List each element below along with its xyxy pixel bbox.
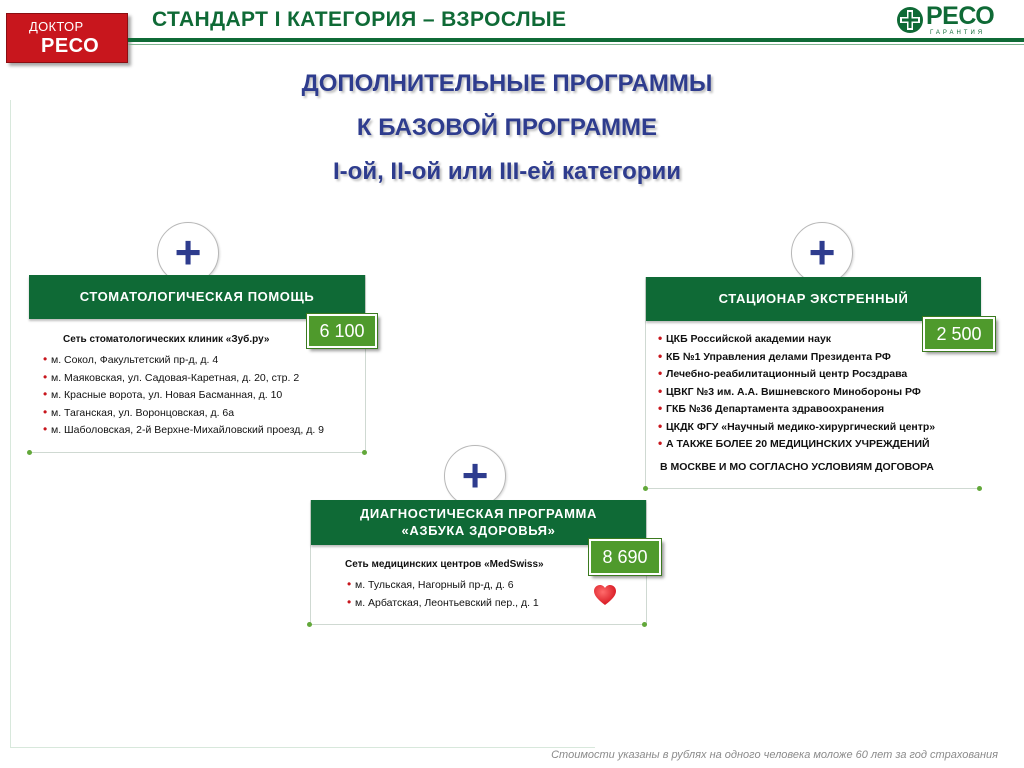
- reso-cross-icon: [897, 7, 923, 33]
- logo-left-line1: ДОКТОР: [29, 19, 84, 34]
- list-item: ЦВКГ №3 им. А.А. Вишневского Минобороны …: [658, 383, 935, 402]
- diagnostic-address-list: м. Тульская, Нагорный пр-д, д. 6 м. Арба…: [347, 576, 539, 613]
- dental-card: СТОМАТОЛОГИЧЕСКАЯ ПОМОЩЬ Сеть стоматолог…: [29, 275, 366, 453]
- heading-line3: I-ой, II-ой или III-ей категории: [333, 158, 681, 185]
- heart-icon: [594, 585, 616, 605]
- reso-garantia-logo: РЕСО ГАРАНТИЯ: [894, 2, 1006, 38]
- dental-address-list: м. Сокол, Факультетский пр-д, д. 4 м. Ма…: [43, 351, 324, 440]
- guide-line-vertical: [10, 100, 11, 748]
- heading-line1: ДОПОЛНИТЕЛЬНЫЕ ПРОГРАММЫ: [301, 70, 713, 97]
- list-item: м. Шаболовская, 2-й Верхне-Михайловский …: [43, 421, 324, 440]
- logo-right-brand: РЕСО: [926, 2, 995, 30]
- guide-line-horizontal: [10, 747, 595, 748]
- plus-icon: +: [157, 222, 219, 284]
- hospital-extra-line2: В МОСКВЕ И МО СОГЛАСНО УСЛОВИЯМ ДОГОВОРА: [660, 461, 934, 473]
- diagnostic-card-title: ДИАГНОСТИЧЕСКАЯ ПРОГРАММА «АЗБУКА ЗДОРОВ…: [311, 500, 646, 545]
- list-item: м. Сокол, Факультетский пр-д, д. 4: [43, 351, 324, 370]
- diagnostic-price-badge: 8 690: [588, 538, 662, 576]
- diagnostic-network: Сеть медицинских центров «MedSwiss»: [345, 559, 544, 570]
- corner-dot: [977, 486, 982, 491]
- hospital-card-title: СТАЦИОНАР ЭКСТРЕННЫЙ: [646, 277, 981, 321]
- hospital-price-badge: 2 500: [922, 316, 996, 352]
- list-item: Лечебно-реабилитационный центр Росздрава: [658, 365, 935, 384]
- hospital-card: СТАЦИОНАР ЭКСТРЕННЫЙ ЦКБ Российской акад…: [645, 277, 981, 489]
- list-item: КБ №1 Управления делами Президента РФ: [658, 348, 935, 367]
- header-divider-thin: [128, 44, 1024, 45]
- page-title: СТАНДАРТ I КАТЕГОРИЯ – ВЗРОСЛЫЕ: [152, 8, 567, 31]
- heading-line2: К БАЗОВОЙ ПРОГРАММЕ: [356, 114, 658, 141]
- corner-dot: [27, 450, 32, 455]
- list-item: ЦКБ Российской академии наук: [658, 330, 935, 349]
- corner-dot: [362, 450, 367, 455]
- logo-right-sub: ГАРАНТИЯ: [930, 30, 986, 36]
- plus-icon: +: [791, 222, 853, 284]
- diagnostic-card: ДИАГНОСТИЧЕСКАЯ ПРОГРАММА «АЗБУКА ЗДОРОВ…: [310, 500, 647, 625]
- corner-dot: [307, 622, 312, 627]
- list-item: ЦКДК ФГУ «Научный медико-хирургический ц…: [658, 418, 935, 437]
- dental-network: Сеть стоматологических клиник «Зуб.ру»: [63, 334, 270, 345]
- diagnostic-title-line2: «АЗБУКА ЗДОРОВЬЯ»: [401, 523, 556, 538]
- list-item: м. Арбатская, Леонтьевский пер., д. 1: [347, 594, 539, 613]
- corner-dot: [642, 622, 647, 627]
- hospital-list: ЦКБ Российской академии наук КБ №1 Управ…: [658, 330, 935, 451]
- doktor-reso-logo: ДОКТОР РЕСО: [6, 13, 128, 63]
- dental-price-badge: 6 100: [306, 313, 378, 349]
- list-item: м. Тульская, Нагорный пр-д, д. 6: [347, 576, 539, 595]
- plus-icon: +: [444, 445, 506, 507]
- list-item: А ТАКЖЕ БОЛЕЕ 20 МЕДИЦИНСКИХ УЧРЕЖДЕНИЙ: [658, 437, 935, 451]
- list-item: м. Красные ворота, ул. Новая Басманная, …: [43, 386, 324, 405]
- list-item: м. Таганская, ул. Воронцовская, д. 6а: [43, 404, 324, 423]
- dental-card-title: СТОМАТОЛОГИЧЕСКАЯ ПОМОЩЬ: [29, 275, 365, 319]
- list-item: м. Маяковская, ул. Садовая-Каретная, д. …: [43, 369, 324, 388]
- footer-note: Стоимости указаны в рублях на одного чел…: [551, 749, 998, 761]
- diagnostic-title-line1: ДИАГНОСТИЧЕСКАЯ ПРОГРАММА: [360, 506, 597, 521]
- header-divider: [128, 38, 1024, 42]
- list-item: ГКБ №36 Департамента здравоохранения: [658, 400, 935, 419]
- logo-left-line2: РЕСО: [41, 35, 100, 57]
- corner-dot: [643, 486, 648, 491]
